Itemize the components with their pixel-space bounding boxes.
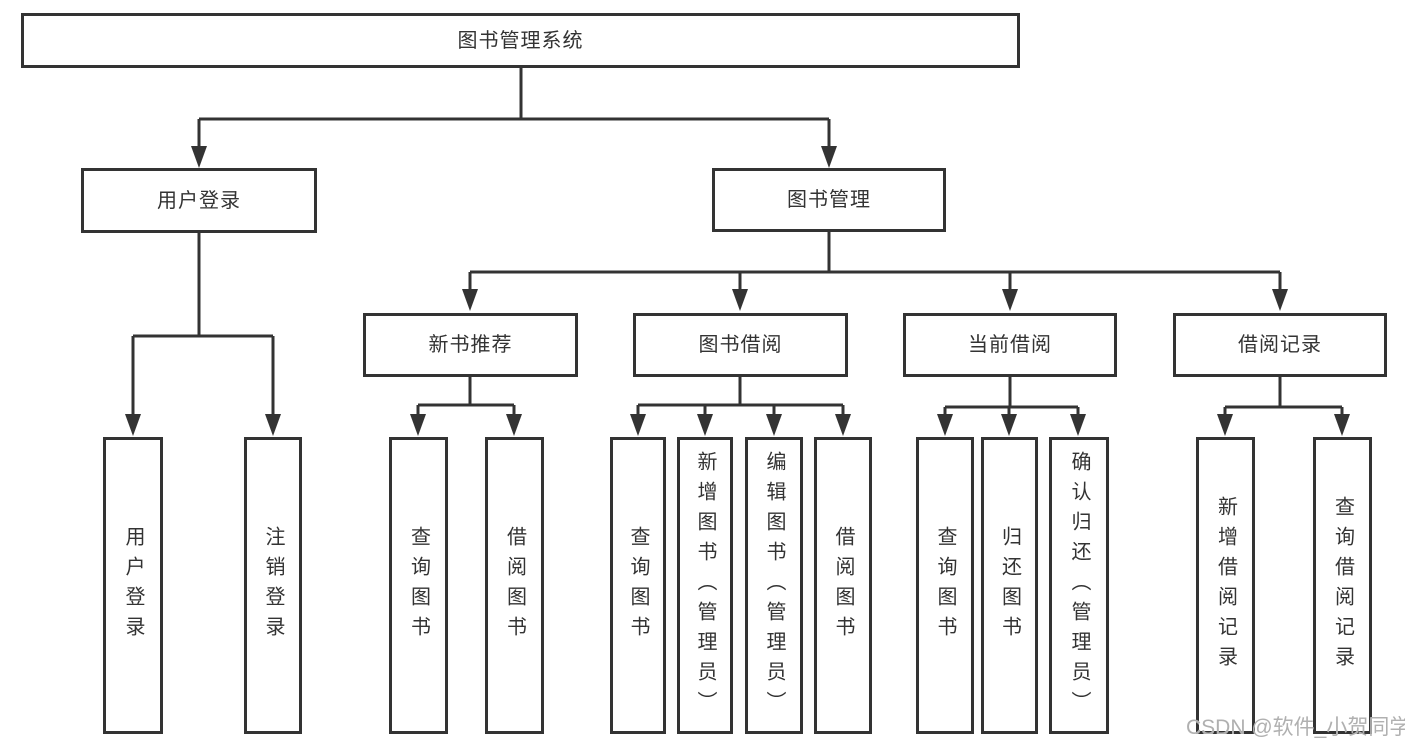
leaf-edit-books-admin: 编辑图书（管理员） <box>745 437 803 734</box>
leaf-query-books-current: 查询图书 <box>916 437 974 734</box>
leaf-borrow-books-borrowing: 借阅图书 <box>814 437 872 734</box>
node-borrowing-records: 借阅记录 <box>1173 313 1387 377</box>
leaf-user-login: 用户登录 <box>103 437 163 734</box>
leaf-query-books-recommend: 查询图书 <box>389 437 448 734</box>
node-library-system: 图书管理系统 <box>21 13 1020 68</box>
leaf-return-books: 归还图书 <box>981 437 1038 734</box>
node-new-book-recommend: 新书推荐 <box>363 313 578 377</box>
leaf-logout: 注销登录 <box>244 437 302 734</box>
leaf-add-books-admin: 新增图书（管理员） <box>677 437 733 734</box>
node-user-login: 用户登录 <box>81 168 317 233</box>
leaf-confirm-return-admin: 确认归还（管理员） <box>1049 437 1109 734</box>
node-book-borrowing: 图书借阅 <box>633 313 848 377</box>
leaf-borrow-books-recommend: 借阅图书 <box>485 437 544 734</box>
leaf-query-borrow-record: 查询借阅记录 <box>1313 437 1372 734</box>
node-current-borrowing: 当前借阅 <box>903 313 1117 377</box>
csdn-watermark: CSDN @软件_小贺同学 <box>1186 716 1405 739</box>
leaf-add-borrow-record: 新增借阅记录 <box>1196 437 1255 734</box>
node-book-management: 图书管理 <box>712 168 946 232</box>
leaf-query-books-borrowing: 查询图书 <box>610 437 666 734</box>
